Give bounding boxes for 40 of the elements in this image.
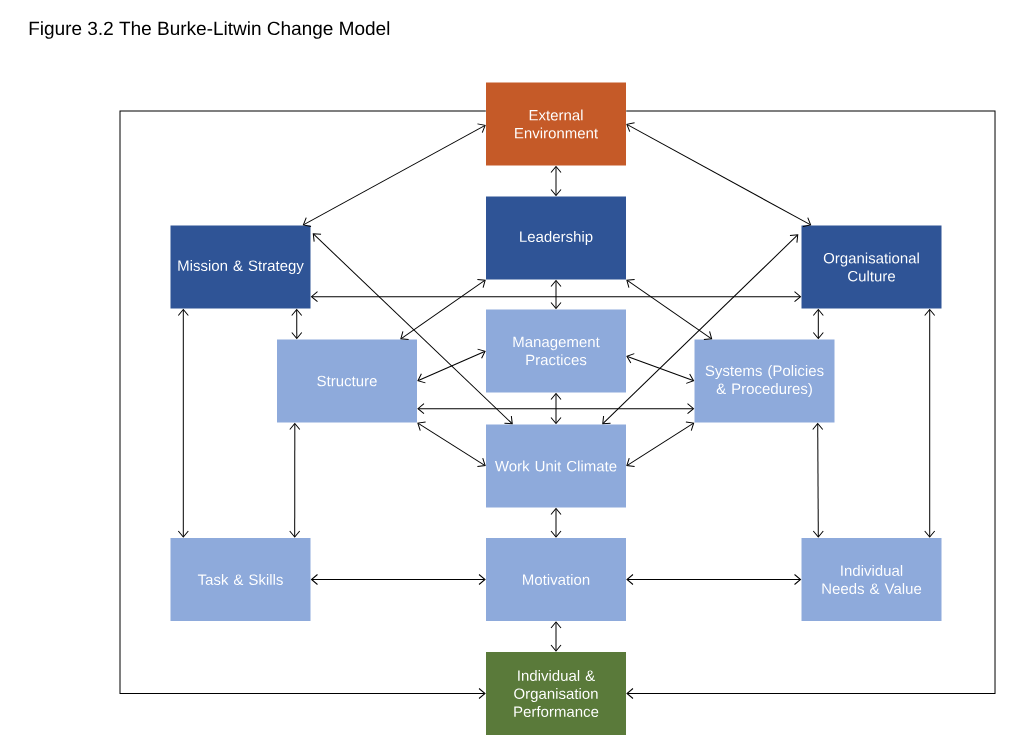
process-box: Organisational Culture: [801, 225, 942, 309]
arrow: [812, 309, 824, 339]
arrow: [417, 348, 486, 384]
process-box: Mission & Strategy: [170, 225, 311, 309]
process-box: Work Unit Climate: [486, 424, 626, 508]
arrow: [550, 166, 562, 196]
arrow: [626, 122, 812, 227]
arrow: [626, 421, 695, 468]
arrow: [626, 353, 695, 384]
arrow: [550, 508, 562, 538]
arrow: [550, 621, 562, 652]
arrow: [550, 280, 562, 309]
arrow: [417, 421, 486, 468]
process-box: Systems (Policies & Procedures): [694, 339, 835, 423]
process-box: Leadership: [486, 196, 626, 280]
process-box: External Environment: [486, 82, 626, 166]
arrow: [602, 234, 799, 425]
process-box: Motivation: [486, 538, 626, 621]
arrow: [311, 574, 486, 585]
arrow: [924, 309, 936, 538]
arrow: [400, 278, 486, 340]
arrow: [119, 110, 487, 699]
process-box: Structure: [277, 339, 417, 423]
process-box: Individual Needs & Value: [801, 538, 942, 621]
arrow: [311, 291, 802, 303]
arrow: [550, 393, 562, 424]
arrow: [289, 423, 301, 538]
process-box: Individual & Organisation Performance: [486, 652, 626, 735]
arrow: [291, 309, 303, 339]
arrow: [812, 423, 824, 538]
arrow: [626, 574, 802, 585]
arrow: [417, 403, 695, 415]
process-box: Management Practices: [486, 309, 626, 393]
arrow: [302, 123, 486, 227]
arrow: [312, 233, 513, 425]
arrow: [626, 278, 713, 341]
arrow: [625, 110, 996, 699]
arrow: [177, 309, 189, 538]
process-box: Task & Skills: [170, 538, 311, 621]
title: Figure 3.2 The Burke-Litwin Change Model: [29, 21, 390, 39]
